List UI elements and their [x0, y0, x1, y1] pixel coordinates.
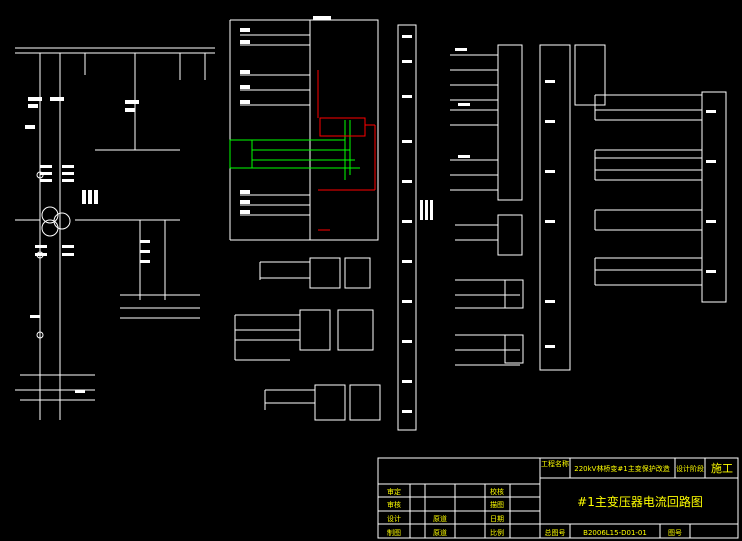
terminal-strips-right — [539, 44, 727, 371]
role-review: 审核 — [387, 500, 401, 509]
terminal-labels-left — [240, 16, 331, 214]
mid-label-draft: 原道 — [433, 528, 447, 537]
primary-label-blocks — [25, 97, 150, 393]
right-label-check: 校核 — [490, 487, 504, 496]
right-strip-marks — [545, 80, 716, 348]
stage-label: 设计阶段 — [676, 464, 704, 473]
right-label-date: 日期 — [490, 515, 504, 523]
drawing-title: #1主变压器电流回路图 — [577, 494, 703, 509]
title-block-text: 工程名称 220kV林桥变#1主变保护改造 设计阶段 施工 #1主变压器电流回路… — [387, 459, 733, 537]
role-draft: 制图 — [387, 528, 401, 537]
project-label-top: 工程名称 — [541, 459, 569, 468]
right-label-trace: 描图 — [490, 500, 504, 509]
stage-value: 施工 — [711, 462, 733, 475]
red-wiring — [317, 70, 376, 231]
role-approve: 审定 — [387, 487, 401, 496]
terminal-strip-marks — [402, 35, 470, 413]
terminal-block-left — [229, 19, 379, 241]
number-label: 总图号 — [545, 528, 566, 537]
number-value: B2006L15-D01-01 — [583, 529, 647, 537]
mid-label-design: 原道 — [433, 514, 447, 523]
relay-modules-left — [234, 257, 381, 421]
primary-one-line — [15, 47, 215, 420]
right-label-scale: 比例 — [490, 528, 504, 537]
title-block-frame — [377, 457, 739, 539]
role-design: 设计 — [387, 514, 401, 523]
terminal-strips-middle — [397, 24, 524, 431]
green-wiring — [229, 120, 360, 180]
sheet-label: 图号 — [668, 529, 682, 537]
project-name: 220kV林桥变#1主变保护改造 — [574, 464, 670, 473]
